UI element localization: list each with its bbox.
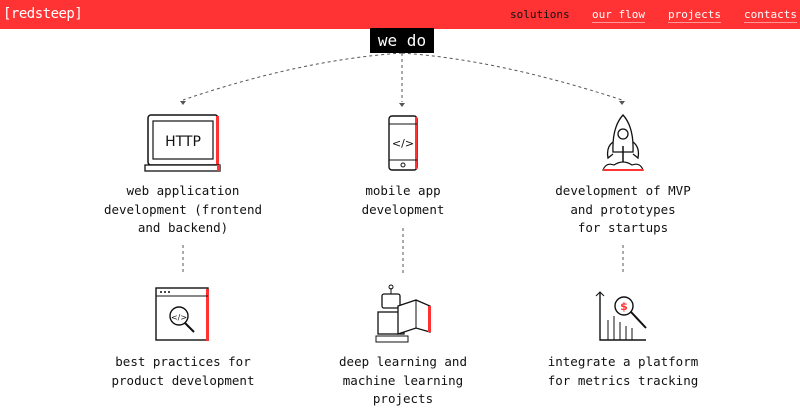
section-heading: we do — [370, 28, 434, 53]
rocket-icon — [602, 114, 644, 171]
service-mvp: development of MVP and prototypes for st… — [555, 183, 691, 235]
svg-text:</>: </> — [171, 313, 187, 322]
browser-code-search-icon: </> — [155, 287, 209, 341]
nav-contacts[interactable]: contacts — [744, 8, 797, 23]
nav-our-flow[interactable]: our flow — [592, 8, 645, 23]
svg-text:HTTP: HTTP — [165, 134, 201, 150]
svg-text:$: $ — [620, 300, 628, 313]
nav-solutions[interactable]: solutions — [510, 8, 570, 21]
smartphone-code-icon: </> — [388, 115, 418, 171]
service-web-app: web application development (frontend an… — [103, 183, 263, 235]
chart-dollar-search-icon: $ — [595, 291, 647, 341]
laptop-http-icon: HTTP — [144, 114, 221, 172]
svg-text:</>: </> — [392, 137, 414, 150]
service-ml: deep learning and machine learning proje… — [339, 354, 467, 406]
robot-reading-icon — [375, 284, 431, 343]
service-mobile-app: mobile app development — [361, 183, 445, 217]
service-best-practices: best practices for product development — [111, 354, 255, 388]
nav-projects[interactable]: projects — [668, 8, 721, 23]
logo[interactable]: [redsteep] — [3, 6, 83, 22]
top-nav: [redsteep] solutions our flow projects c… — [0, 0, 800, 29]
service-metrics: integrate a platform for metrics trackin… — [547, 354, 699, 388]
